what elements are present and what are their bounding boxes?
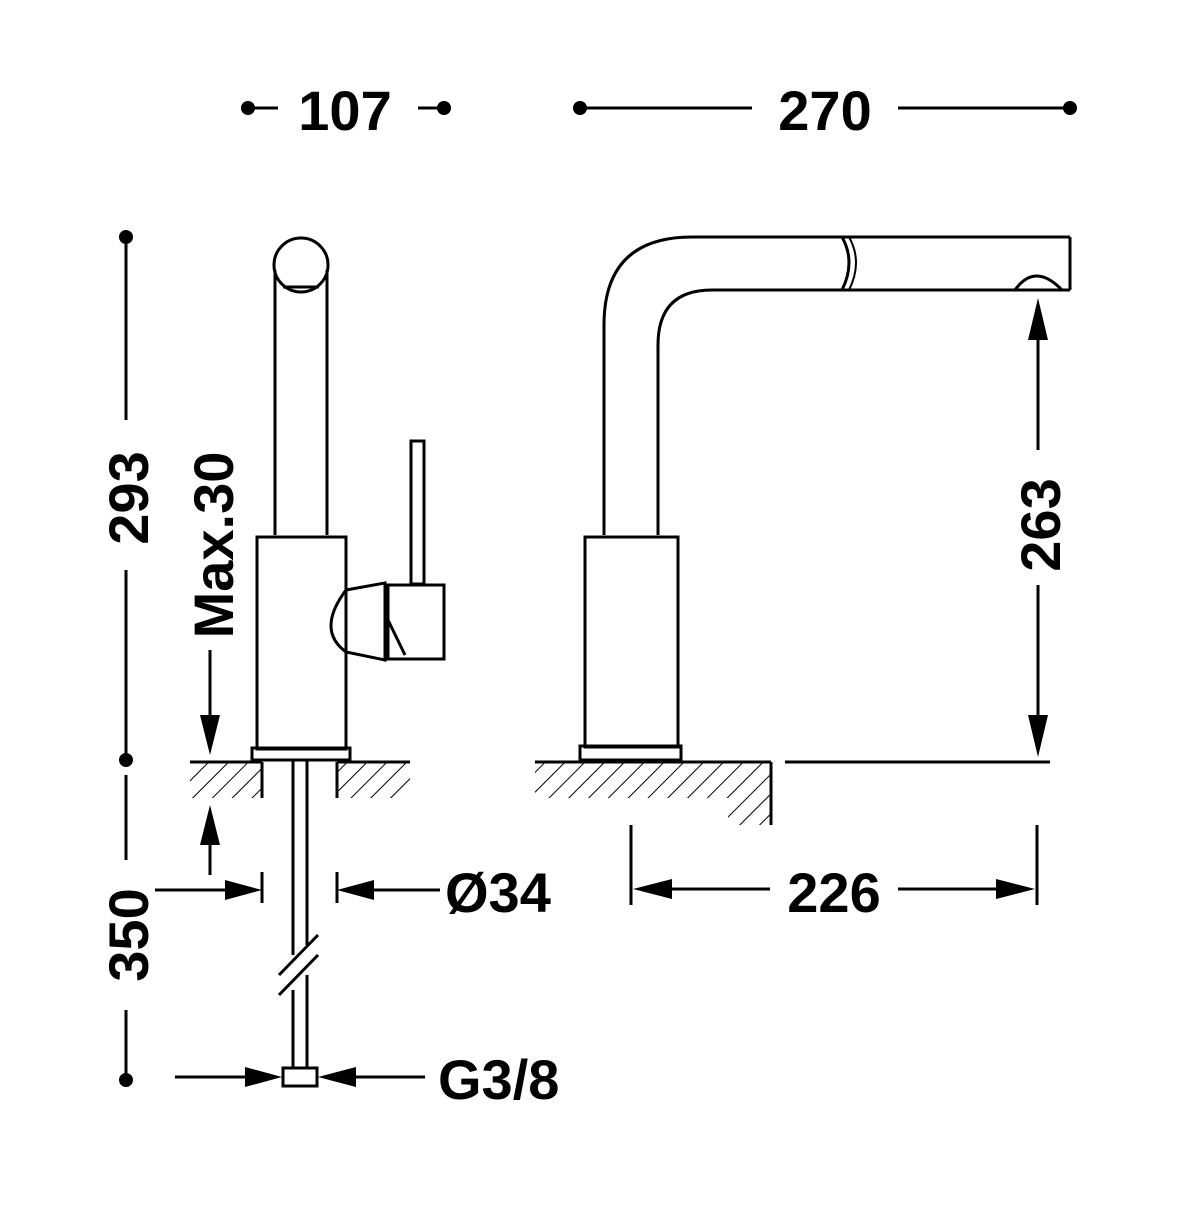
dimension-226: 226 (629, 825, 1039, 924)
faucet-side-view (250, 236, 446, 762)
dimension-263: 263 (1009, 298, 1072, 757)
dimension-diameter: Ø34 (155, 861, 551, 924)
dimension-connection-label: G3/8 (438, 1048, 559, 1111)
dimension-226-label: 226 (787, 861, 880, 924)
supply-hose (277, 760, 320, 1088)
right-deck (535, 760, 1050, 825)
dimension-diameter-label: Ø34 (445, 861, 551, 924)
dimension-107: 107 (241, 79, 451, 142)
dimension-270-label: 270 (778, 79, 871, 142)
dimension-max30-label: Max.30 (182, 452, 245, 639)
faucet-front-view (578, 235, 1072, 762)
dimension-293-label: 293 (97, 451, 160, 544)
dimension-270: 270 (573, 79, 1077, 142)
dimension-350: 350 (97, 775, 160, 1087)
dimension-293: 293 (97, 230, 160, 767)
left-deck (190, 760, 410, 798)
dimension-max30: Max.30 (182, 452, 245, 875)
dimension-connection: G3/8 (175, 1048, 559, 1111)
dimension-107-label: 107 (298, 79, 391, 142)
dimension-350-label: 350 (97, 888, 160, 981)
dimension-263-label: 263 (1009, 478, 1072, 571)
